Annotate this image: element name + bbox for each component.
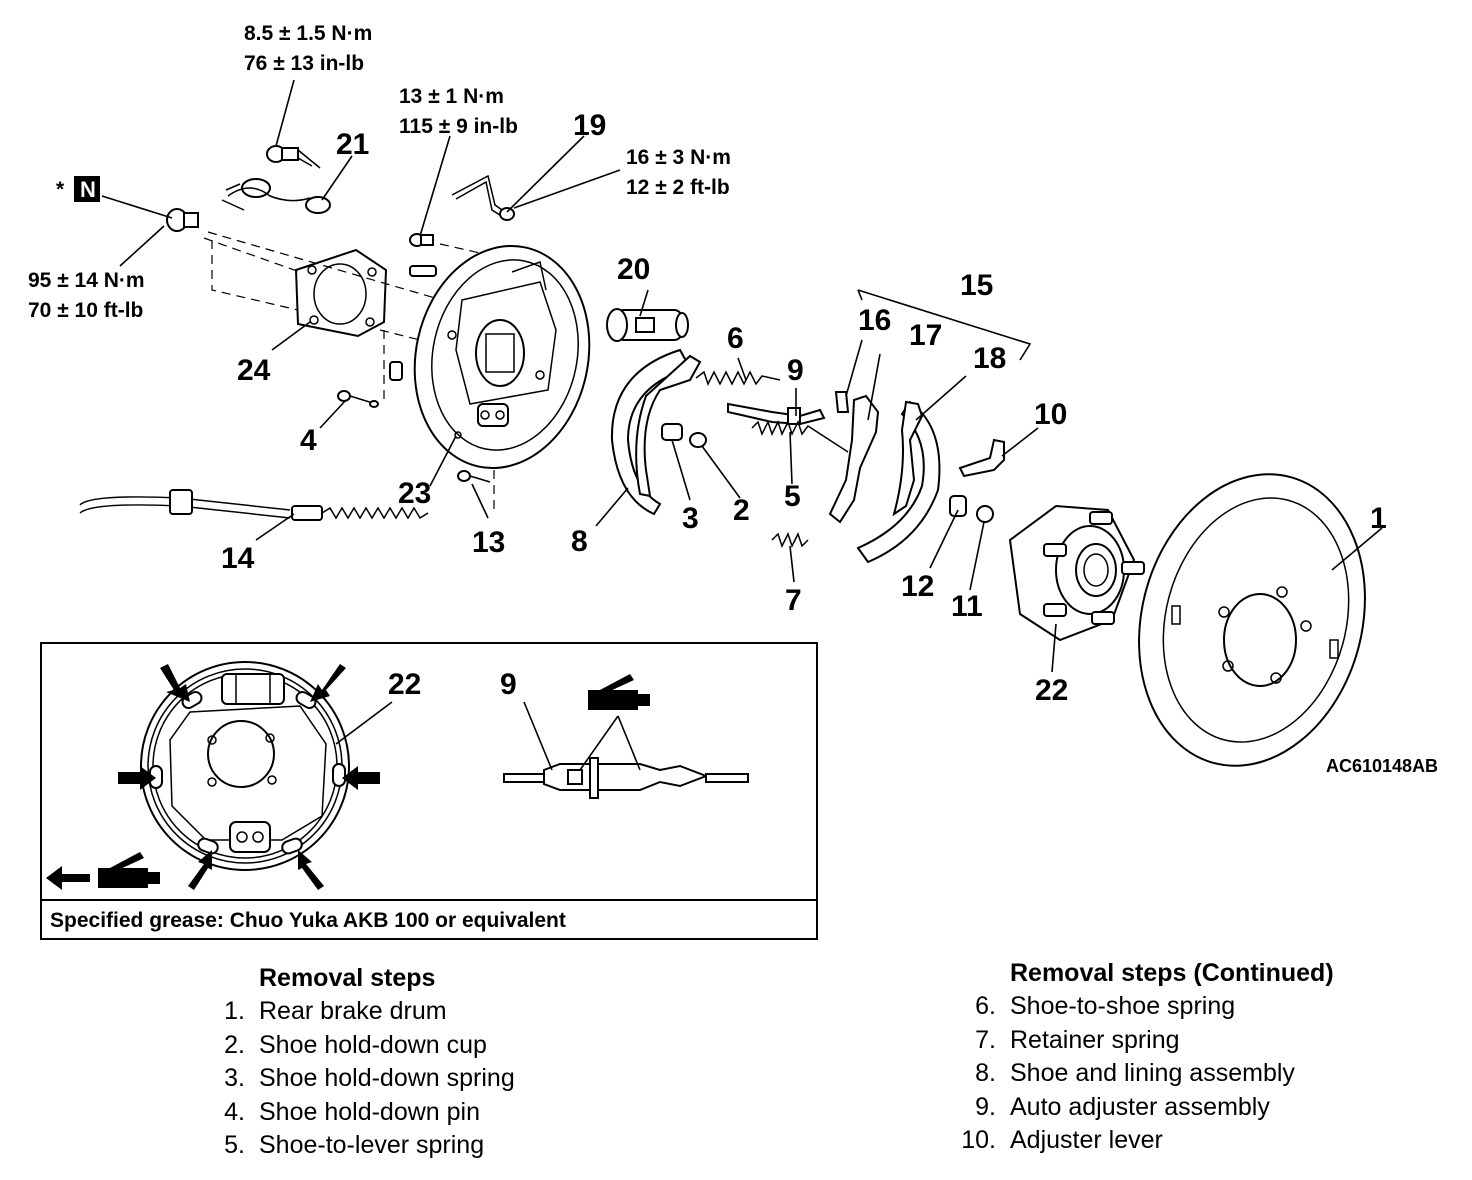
- callout-5: 5: [784, 480, 801, 513]
- inset-auto-adjuster: [503, 757, 749, 799]
- callout-10: 10: [1034, 398, 1067, 431]
- svg-text:76 ± 13 in-lb: 76 ± 13 in-lb: [244, 52, 364, 75]
- callout-22: 22: [1035, 674, 1068, 707]
- part-6-shoe-to-shoe-spring: [695, 370, 781, 386]
- list-item: 4.Shoe hold-down pin: [224, 1097, 480, 1126]
- part-23-backing-plate: [413, 244, 591, 470]
- callout-16: 16: [858, 304, 891, 337]
- callout-4: 4: [300, 424, 317, 457]
- callout-2: 2: [733, 494, 750, 527]
- callout-numbers: 1 2 3 4 5 6 7 8 9 10 11 12 13 14 15 16 1…: [221, 109, 1387, 707]
- part-17-parking-lever: [828, 394, 880, 524]
- part-18-shoe-lining-right: [856, 400, 941, 564]
- exploded-view-diagram: 8.5 ± 1.5 N·m 76 ± 13 in-lb 13 ± 1 N·m 1…: [28, 22, 1438, 940]
- part-10-adjuster-lever: [958, 438, 1005, 478]
- callout-13: 13: [472, 526, 505, 559]
- list-item: 5.Shoe-to-lever spring: [224, 1131, 485, 1160]
- asterisk-mark: *: [56, 178, 65, 201]
- callout-20: 20: [617, 253, 650, 286]
- svg-text:95 ± 14 N·m: 95 ± 14 N·m: [28, 269, 145, 292]
- callout-7: 7: [785, 584, 802, 617]
- part-14-parking-cable: [79, 489, 429, 521]
- svg-text:12 ± 2 ft-lb: 12 ± 2 ft-lb: [626, 176, 730, 199]
- part-16-strut: [834, 391, 850, 413]
- part-13-bolt-top: [409, 233, 434, 247]
- grease-caption: Specified grease: Chuo Yuka AKB 100 or e…: [50, 909, 566, 932]
- grease-arrows: [46, 664, 380, 890]
- axle-nut: [166, 208, 199, 232]
- part-7-retainer-spring: [771, 532, 809, 548]
- list-item: 1.Rear brake drum: [224, 997, 447, 1026]
- callout-24: 24: [237, 354, 271, 387]
- removal-steps-continued-list: Removal steps (Continued) 6.Shoe-to-shoe…: [950, 957, 1334, 1157]
- inset-callout-9: 9: [500, 668, 517, 701]
- part-5-shoe-to-lever-spring: [751, 420, 849, 453]
- callout-14: 14: [221, 542, 255, 575]
- callout-3: 3: [682, 502, 699, 535]
- torque-spec-21: 8.5 ± 1.5 N·m 76 ± 13 in-lb: [244, 22, 372, 75]
- grease-gun-icon-2: [588, 674, 650, 710]
- part-8-shoe-lining: [610, 348, 707, 516]
- callout-12: 12: [901, 570, 934, 603]
- removal-steps-list: Removal steps 1.Rear brake drum 2.Shoe h…: [199, 962, 515, 1162]
- removal-steps-title: Removal steps: [259, 964, 436, 992]
- svg-text:115 ± 9 in-lb: 115 ± 9 in-lb: [399, 115, 518, 138]
- part-21-sensor-bolt: [221, 145, 331, 214]
- inset-backing-plate: [140, 661, 350, 871]
- callout-23: 23: [398, 477, 431, 510]
- pin-sleeve: [409, 265, 437, 277]
- part-1-brake-drum: [1138, 473, 1366, 767]
- part-12-hold-down-spring: [949, 495, 967, 517]
- torque-spec-19: 16 ± 3 N·m 12 ± 2 ft-lb: [626, 146, 731, 199]
- part-13-bolt-bottom: [457, 470, 495, 510]
- callout-18: 18: [973, 342, 1006, 375]
- callout-11: 11: [951, 590, 983, 623]
- figure-code: AC610148AB: [1326, 756, 1438, 776]
- list-item: 2.Shoe hold-down cup: [224, 1030, 487, 1059]
- list-item: 9.Auto adjuster assembly: [975, 1092, 1270, 1121]
- callout-8: 8: [571, 525, 588, 558]
- list-item: 10.Adjuster lever: [961, 1126, 1163, 1155]
- svg-text:16 ± 3 N·m: 16 ± 3 N·m: [626, 146, 731, 169]
- svg-text:8.5 ± 1.5 N·m: 8.5 ± 1.5 N·m: [244, 22, 372, 45]
- part-20-wheel-cylinder: [606, 308, 689, 342]
- part-22-hub-assembly: [1008, 504, 1145, 642]
- callout-6: 6: [727, 322, 744, 355]
- list-item: 3.Shoe hold-down spring: [224, 1064, 515, 1093]
- leader-lines: [101, 79, 1383, 673]
- callout-19: 19: [573, 109, 606, 142]
- spacer-bushing: [389, 361, 403, 381]
- callout-21: 21: [336, 128, 369, 161]
- grease-inset-box: Specified grease: Chuo Yuka AKB 100 or e…: [40, 642, 818, 940]
- removal-steps-continued-title: Removal steps (Continued): [1010, 959, 1334, 987]
- part-9-auto-adjuster: [727, 402, 826, 426]
- grease-gun-icon: [98, 852, 160, 888]
- torque-spec-axle-nut: 95 ± 14 N·m 70 ± 10 ft-lb: [28, 269, 145, 322]
- torque-spec-13: 13 ± 1 N·m 115 ± 9 in-lb: [399, 85, 518, 138]
- callout-17: 17: [909, 319, 942, 352]
- callout-9: 9: [787, 354, 804, 387]
- n-marker-box: [74, 176, 100, 202]
- part-19-brake-line: [451, 174, 515, 221]
- callout-15: 15: [960, 269, 993, 302]
- part-24-spacer-plate: [294, 248, 388, 338]
- list-item: 8.Shoe and lining assembly: [975, 1059, 1295, 1088]
- n-marker-letter: N: [80, 177, 96, 202]
- svg-text:13 ± 1 N·m: 13 ± 1 N·m: [399, 85, 504, 108]
- svg-text:70 ± 10 ft-lb: 70 ± 10 ft-lb: [28, 299, 143, 322]
- part-11-hold-down-cup: [976, 505, 994, 523]
- list-item: 7.Retainer spring: [975, 1025, 1180, 1054]
- list-item: 6.Shoe-to-shoe spring: [975, 992, 1236, 1021]
- callout-1: 1: [1370, 502, 1387, 535]
- part-4-hold-down-pin: [337, 390, 379, 408]
- inset-callout-22: 22: [388, 668, 421, 701]
